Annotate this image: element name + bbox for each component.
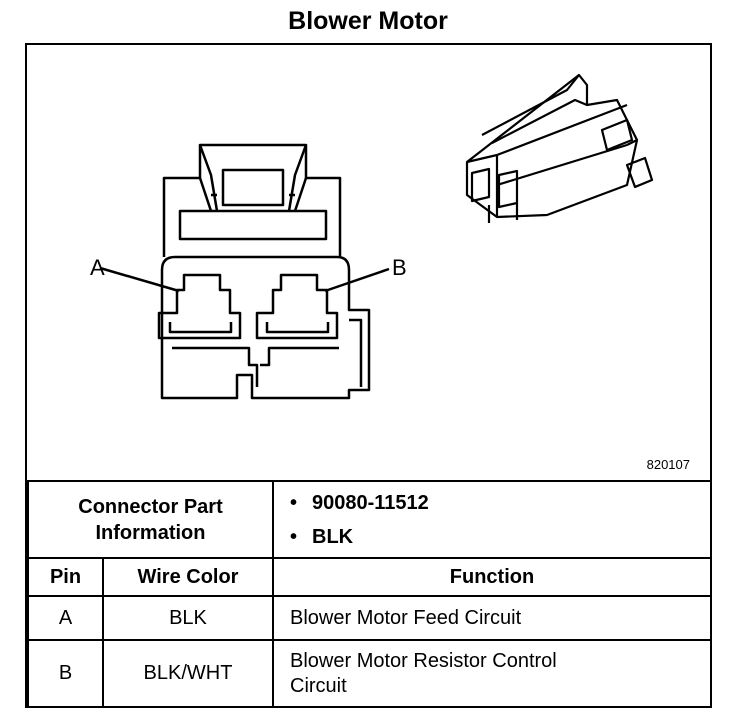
pin-cell: B <box>27 639 104 708</box>
function-cell: Blower Motor Resistor Control Circuit <box>272 639 712 708</box>
header-wire-color: Wire Color <box>102 557 274 597</box>
connector-isometric-view <box>465 73 654 223</box>
connector-part-list: •90080-11512 •BLK <box>272 480 712 559</box>
connector-part-row: Connector Part Information •90080-11512 … <box>27 480 712 559</box>
table-row: A BLK Blower Motor Feed Circuit <box>27 595 712 641</box>
table-header-row: Pin Wire Color Function <box>27 557 712 597</box>
list-item: •90080-11512 <box>290 491 429 514</box>
header-function: Function <box>272 557 712 597</box>
connector-frame: A B 820107 Connector Part Information •9… <box>25 43 712 708</box>
pin-a-leader-line <box>99 266 180 293</box>
wire-color-cell: BLK <box>102 595 274 641</box>
page-title: Blower Motor <box>288 7 448 35</box>
pin-cell: A <box>27 595 104 641</box>
diagram-number: 820107 <box>646 457 690 472</box>
connector-part-heading: Connector Part Information <box>27 480 274 559</box>
pin-cavity-b <box>255 273 339 340</box>
table-row: B BLK/WHT Blower Motor Resistor Control … <box>27 639 712 708</box>
connector-info-table: Connector Part Information •90080-11512 … <box>27 480 712 708</box>
pin-cavity-a <box>157 273 242 340</box>
list-item: •BLK <box>290 525 354 548</box>
wire-color-cell: BLK/WHT <box>102 639 274 708</box>
pin-b-leader-line <box>324 267 390 293</box>
connector-face-view <box>99 143 390 400</box>
header-pin: Pin <box>27 557 104 597</box>
connector-diagram: A B <box>90 73 654 400</box>
pin-b-label: B <box>392 255 407 280</box>
pin-a-label: A <box>90 255 105 280</box>
function-cell: Blower Motor Feed Circuit <box>272 595 712 641</box>
